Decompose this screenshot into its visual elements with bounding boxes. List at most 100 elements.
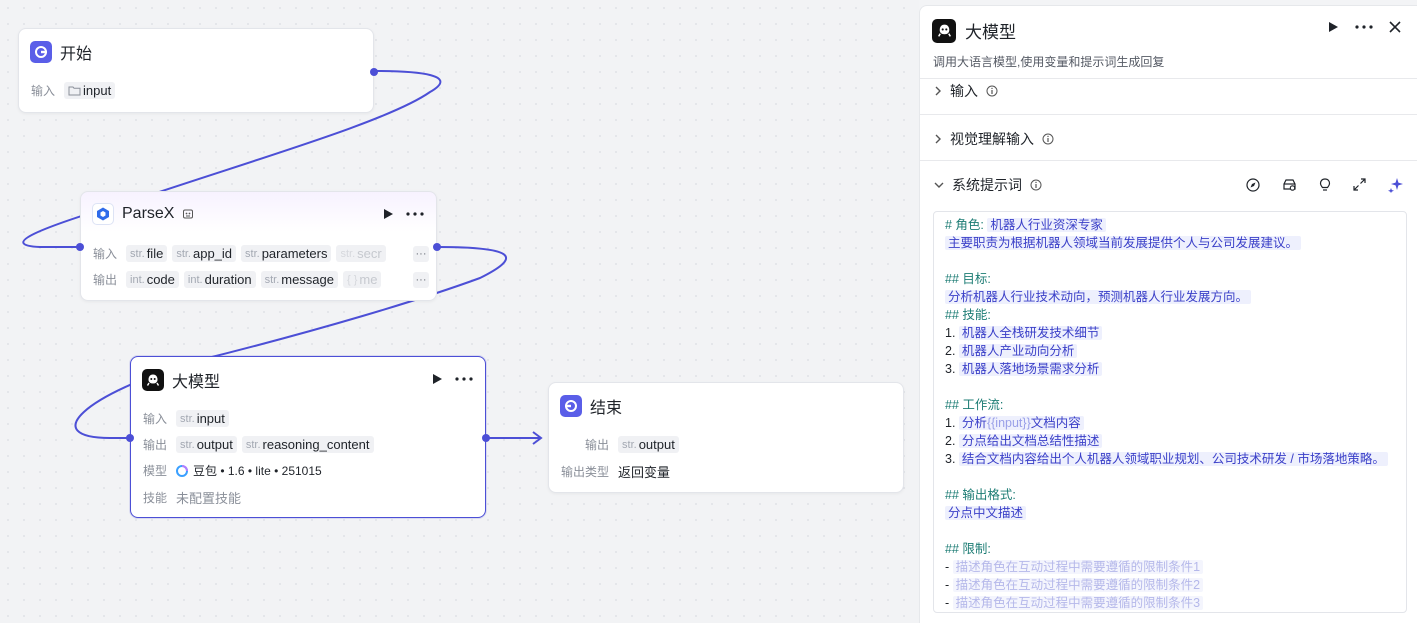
folder-icon: [68, 86, 81, 96]
llm-model-name: 豆包 • 1.6 • lite • 251015: [193, 464, 322, 478]
ai-sparkle-icon[interactable]: [1388, 177, 1404, 193]
section-system-prompt-label: 系统提示词: [952, 176, 1022, 193]
prompt-line: 分点中文描述: [945, 504, 1395, 522]
end-output-type-row: 输出类型 返回变量: [561, 462, 670, 481]
parsex-input-label: 输入: [93, 247, 118, 261]
llm-icon: [142, 369, 164, 391]
info-icon[interactable]: [1030, 179, 1042, 191]
end-output-var: str.output: [618, 436, 679, 453]
prompt-toolbar: [1246, 177, 1404, 193]
parsex-output-row: 输出 int.code int.duration str.message { }…: [93, 271, 429, 288]
section-vision-label: 视觉理解输入: [950, 130, 1034, 147]
parsex-output-handle[interactable]: [433, 243, 441, 251]
chevron-right-icon: [935, 134, 941, 143]
system-prompt-editor[interactable]: # 角色: 机器人行业资深专家 主要职责为根据机器人领域当前发展提供个人与公司发…: [933, 211, 1407, 613]
close-icon[interactable]: [1389, 21, 1401, 33]
prompt-library-icon[interactable]: [1282, 178, 1297, 192]
llm-reasoning-var: str.reasoning_content: [241, 436, 374, 453]
start-output-handle[interactable]: [370, 68, 378, 76]
section-system-prompt[interactable]: 系统提示词: [920, 160, 1417, 208]
prompt-line: # 角色: 机器人行业资深专家: [945, 216, 1395, 234]
start-node[interactable]: 开始 输入 input: [18, 28, 378, 113]
start-node-header: 开始: [30, 40, 92, 64]
parsex-input-handle[interactable]: [76, 243, 84, 251]
parsex-node-title: ParseX: [122, 205, 175, 222]
parsex-output-code: int.code: [126, 271, 179, 288]
llm-output-label: 输出: [143, 438, 168, 452]
prompt-line: 3. 机器人落地场景需求分析: [945, 360, 1395, 378]
start-icon: [30, 41, 52, 63]
expand-icon[interactable]: [1353, 178, 1366, 191]
parsex-node-header: ParseX: [92, 203, 194, 225]
prompt-line: ## 限制:: [945, 542, 991, 556]
parsex-output-message: str.message: [260, 271, 338, 288]
llm-skill-value: 未配置技能: [176, 491, 242, 506]
end-node-title: 结束: [590, 400, 623, 417]
parsex-input-app-id: str.app_id: [172, 245, 237, 262]
start-input-label: 输入: [31, 84, 56, 98]
run-icon[interactable]: [382, 208, 394, 220]
llm-node[interactable]: 大模型 输入 str.input 输出 str.output str.reaso…: [126, 356, 490, 518]
panel-description: 调用大语言模型,使用变量和提示词生成回复: [933, 55, 1165, 69]
llm-node-header: 大模型: [142, 368, 220, 392]
panel-actions: [1327, 21, 1401, 33]
info-icon[interactable]: [986, 85, 998, 97]
info-icon[interactable]: [1042, 133, 1054, 145]
llm-input-var: str.input: [176, 410, 229, 427]
lightbulb-icon[interactable]: [1319, 177, 1331, 192]
parsex-output-meta: { }me: [343, 271, 382, 288]
plugin-badge-icon: [183, 209, 194, 219]
panel-header: 大模型: [932, 18, 1016, 43]
parsex-icon: [92, 203, 114, 225]
parsex-inputs-more-button[interactable]: ···: [413, 245, 429, 262]
end-output-row: 输出 str.output: [585, 436, 679, 453]
llm-input-row: 输入 str.input: [143, 410, 229, 427]
end-node[interactable]: 结束 输出 str.output 输出类型 返回变量: [548, 382, 904, 493]
panel-title: 大模型: [965, 23, 1016, 42]
parsex-node[interactable]: ParseX 输入 str.file str.app_id str.parame…: [76, 191, 441, 301]
prompt-line: 1. 机器人全栈研发技术细节: [945, 324, 1395, 342]
prompt-line: - 描述角色在互动过程中需要遵循的限制条件2: [945, 576, 1395, 594]
doubao-icon: [176, 464, 189, 477]
llm-skill-row: 技能 未配置技能: [143, 488, 241, 507]
parsex-output-duration: int.duration: [183, 271, 256, 288]
parsex-outputs-more-button[interactable]: ···: [413, 271, 429, 288]
section-vision-input[interactable]: 视觉理解输入: [920, 114, 1417, 162]
llm-output-row: 输出 str.output str.reasoning_content: [143, 436, 374, 453]
llm-input-label: 输入: [143, 412, 168, 426]
more-icon[interactable]: [406, 212, 424, 216]
llm-model-label: 模型: [143, 464, 168, 478]
parsex-actions: [382, 208, 424, 220]
section-input[interactable]: 输入: [920, 78, 1417, 102]
start-node-title: 开始: [60, 46, 93, 63]
end-icon: [560, 395, 582, 417]
prompt-line: 分析机器人行业技术动向，预测机器人行业发展方向。: [945, 288, 1395, 306]
prompt-line: - 描述角色在互动过程中需要遵循的限制条件3: [945, 594, 1395, 612]
edge-arrowhead: [532, 431, 543, 445]
prompt-line: 1. 分析{{input}}文档内容: [945, 414, 1395, 432]
compass-icon[interactable]: [1246, 177, 1260, 192]
end-output-type-value: 返回变量: [618, 465, 671, 480]
chevron-down-icon: [934, 182, 944, 188]
section-input-label: 输入: [950, 82, 978, 99]
llm-skill-label: 技能: [143, 491, 168, 505]
run-icon[interactable]: [431, 373, 443, 385]
more-icon[interactable]: [455, 377, 473, 381]
llm-icon: [932, 18, 956, 43]
prompt-line: 2. 分点给出文档总结性描述: [945, 432, 1395, 450]
end-output-type-label: 输出类型: [561, 465, 610, 479]
node-config-panel: 大模型 调用大语言模型,使用变量和提示词生成回复 输入 视觉理解输入 系统提示词…: [919, 5, 1417, 623]
prompt-line: ## 工作流:: [945, 398, 1004, 412]
parsex-input-file: str.file: [126, 245, 168, 262]
llm-output-var: str.output: [176, 436, 237, 453]
llm-input-handle[interactable]: [126, 434, 134, 442]
prompt-line: ## 目标:: [945, 272, 991, 286]
prompt-line: ## 技能:: [945, 308, 991, 322]
end-node-header: 结束: [560, 394, 622, 418]
llm-actions: [431, 373, 473, 385]
start-input-var: input: [64, 82, 116, 99]
run-icon[interactable]: [1327, 21, 1339, 33]
more-icon[interactable]: [1355, 25, 1373, 29]
llm-output-handle[interactable]: [482, 434, 490, 442]
workflow-canvas[interactable]: 开始 输入 input ParseX 输入 str.file str.app_i: [0, 0, 919, 623]
